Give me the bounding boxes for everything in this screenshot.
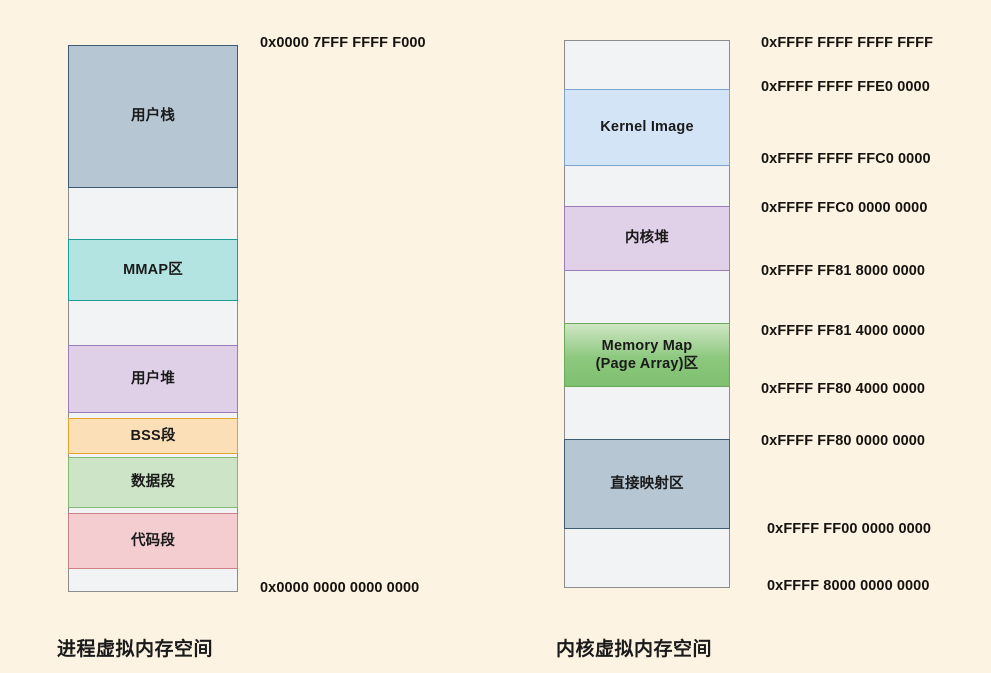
region-kernel-heap-label: 内核堆: [624, 230, 670, 247]
region-user-heap[interactable]: 用户堆: [68, 345, 238, 413]
kernel-memory-caption: 内核虚拟内存空间: [556, 639, 713, 660]
address-label-kernel-7: 0xFFFF FF80 0000 0000: [761, 433, 926, 449]
region-memory-map[interactable]: Memory Map (Page Array)区: [564, 323, 730, 387]
region-data-segment-label: 数据段: [130, 474, 176, 491]
address-label-kernel-6: 0xFFFF FF80 4000 0000: [761, 381, 926, 397]
region-direct-mapping[interactable]: 直接映射区: [564, 439, 730, 529]
region-user-stack-label: 用户栈: [130, 108, 176, 125]
process-memory-caption: 进程虚拟内存空间: [57, 639, 214, 660]
address-label-kernel-4: 0xFFFF FF81 8000 0000: [761, 263, 926, 279]
region-bss-segment-label: BSS段: [130, 427, 176, 444]
region-kernel-heap[interactable]: 内核堆: [564, 206, 730, 271]
region-kernel-image-label: Kernel Image: [600, 119, 694, 136]
region-data-segment[interactable]: 数据段: [68, 457, 238, 508]
region-kernel-image[interactable]: Kernel Image: [564, 89, 730, 166]
region-code-segment[interactable]: 代码段: [68, 513, 238, 569]
address-label-kernel-0: 0xFFFF FFFF FFFF FFFF: [761, 35, 934, 51]
region-memory-map-label: Memory Map (Page Array)区: [595, 337, 699, 372]
address-label-kernel-3: 0xFFFF FFC0 0000 0000: [761, 200, 928, 216]
region-mmap[interactable]: MMAP区: [68, 239, 238, 301]
region-direct-mapping-label: 直接映射区: [610, 475, 684, 492]
process-memory-column: 用户栈 MMAP区 用户堆 BSS段 数据段 代码段: [68, 45, 238, 592]
address-label-kernel-2: 0xFFFF FFFF FFC0 0000: [761, 151, 931, 167]
address-label-kernel-1: 0xFFFF FFFF FFE0 0000: [761, 79, 930, 95]
region-user-stack[interactable]: 用户栈: [68, 45, 238, 188]
region-bss-segment[interactable]: BSS段: [68, 418, 238, 454]
address-label-kernel-8: 0xFFFF FF00 0000 0000: [767, 521, 932, 537]
region-code-segment-label: 代码段: [130, 532, 176, 549]
address-label-kernel-5: 0xFFFF FF81 4000 0000: [761, 323, 926, 339]
address-label-kernel-9: 0xFFFF 8000 0000 0000: [767, 578, 930, 594]
address-label-process-top: 0x0000 7FFF FFFF F000: [260, 35, 426, 51]
kernel-memory-column: Kernel Image 内核堆 Memory Map (Page Array)…: [564, 40, 730, 588]
region-mmap-label: MMAP区: [123, 261, 183, 278]
address-label-process-bottom: 0x0000 0000 0000 0000: [260, 580, 420, 596]
region-user-heap-label: 用户堆: [130, 370, 176, 387]
